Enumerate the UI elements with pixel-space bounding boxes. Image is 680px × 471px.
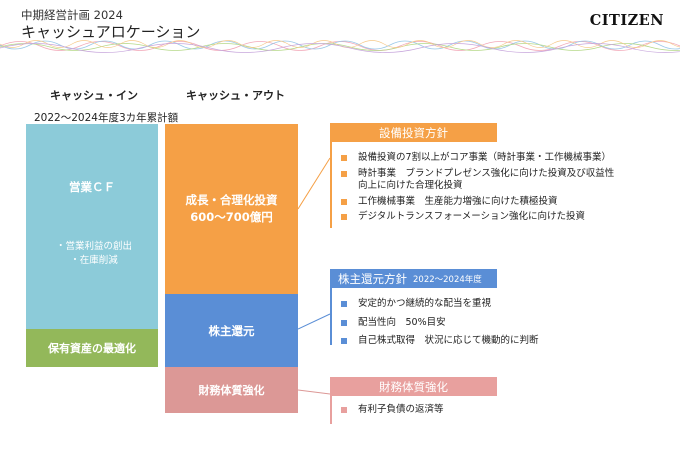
- list-item-text: デジタルトランスフォーメーション強化に向けた投資: [358, 211, 586, 222]
- bullet-square-icon: [341, 155, 347, 161]
- decorative-wave-band: [0, 40, 680, 53]
- investment-policy-list: 設備投資の7割以上がコア事業（時計事業・工作機械事業） 時計事業 ブランドプレゼ…: [336, 152, 666, 227]
- shareholder-return-label: 株主還元: [208, 323, 255, 338]
- operating-cf-bullet: ・在庫削減: [70, 255, 118, 266]
- list-item: 設備投資の7割以上がコア事業（時計事業・工作機械事業）: [336, 152, 666, 165]
- connector-lines: [298, 157, 331, 395]
- growth-investment-label: 成長・合理化投資: [185, 193, 278, 207]
- investment-policy-header: 設備投資方針: [330, 123, 497, 142]
- asset-optimization-label: 保有資産の最適化: [48, 342, 136, 355]
- list-item-text: 設備投資の7割以上がコア事業（時計事業・工作機械事業）: [358, 152, 612, 163]
- bullet-square-icon: [341, 198, 347, 205]
- financial-strength-title: 財務体質強化: [379, 379, 448, 394]
- list-item: 有利子負債の返済等: [336, 404, 666, 417]
- cash-in-header: キャッシュ・イン: [50, 89, 138, 102]
- shareholder-policy-title: 株主還元方針: [338, 271, 407, 286]
- shareholder-policy-header: 株主還元方針 2022〜2024年度: [330, 269, 497, 288]
- cash-out-header: キャッシュ・アウト: [186, 89, 285, 102]
- list-item: 安定的かつ継続的な配当を重視: [336, 298, 666, 311]
- list-item: 自己株式取得 状況に応じて機動的に判断: [336, 335, 666, 348]
- growth-investment-block: 成長・合理化投資 600〜700億円: [165, 124, 298, 294]
- shareholder-policy-list: 安定的かつ継続的な配当を重視 配当性向 50%目安 自己株式取得 状況に応じて機…: [336, 298, 666, 354]
- document-subtitle: 中期経営計画 2024: [21, 8, 123, 22]
- financial-strength-label: 財務体質強化: [198, 384, 265, 397]
- investment-policy-bar: [330, 142, 332, 228]
- list-item: デジタルトランスフォーメーション強化に向けた投資: [336, 211, 666, 224]
- bullet-square-icon: [341, 170, 347, 177]
- operating-cf-block: 営業ＣＦ ・営業利益の創出 ・在庫削減: [26, 124, 158, 329]
- list-item-text: 工作機械事業 生産能力増強に向けた積極投資: [358, 195, 558, 207]
- bullet-square-icon: [341, 407, 347, 413]
- bullet-square-icon: [341, 319, 347, 326]
- list-item-text: 自己株式取得 状況に応じて機動的に判断: [358, 335, 539, 346]
- operating-cf-label: 営業ＣＦ: [69, 180, 115, 194]
- list-item-text: 時計事業 ブランドプレゼンス強化に向けた投資及び収益性: [358, 167, 615, 179]
- list-item-text-cont: 向上に向けた合理化投資: [358, 180, 463, 191]
- operating-cf-bullet: ・営業利益の創出: [56, 241, 133, 252]
- period-note: 2022〜2024年度3カ年累計額: [34, 112, 179, 124]
- bullet-square-icon: [341, 214, 347, 220]
- shareholder-policy-bar: [330, 288, 332, 345]
- financial-strength-list: 有利子負債の返済等: [336, 404, 666, 420]
- bullet-square-icon: [341, 301, 347, 307]
- list-item-text: 有利子負債の返済等: [358, 404, 444, 415]
- list-item: 時計事業 ブランドプレゼンス強化に向けた投資及び収益性向上に向けた合理化投資: [336, 168, 666, 193]
- list-item: 配当性向 50%目安: [336, 317, 666, 330]
- list-item: 工作機械事業 生産能力増強に向けた積極投資: [336, 196, 666, 209]
- list-item-text: 安定的かつ継続的な配当を重視: [358, 298, 492, 309]
- financial-strength-bar: [330, 396, 332, 424]
- operating-cf-bullets: ・営業利益の創出 ・在庫削減: [56, 240, 132, 268]
- financial-strength-block: 財務体質強化: [165, 367, 298, 413]
- shareholder-policy-period: 2022〜2024年度: [413, 274, 482, 285]
- asset-optimization-block: 保有資産の最適化: [26, 329, 158, 367]
- growth-investment-amount: 600〜700億円: [190, 210, 273, 224]
- bullet-square-icon: [341, 338, 347, 344]
- page-title: キャッシュアロケーション: [21, 23, 201, 41]
- citizen-logo: CITIZEN: [589, 12, 664, 29]
- financial-strength-header: 財務体質強化: [330, 377, 497, 396]
- investment-policy-title: 設備投資方針: [379, 125, 448, 140]
- list-item-text: 配当性向 50%目安: [358, 316, 446, 328]
- shareholder-return-block: 株主還元: [165, 294, 298, 367]
